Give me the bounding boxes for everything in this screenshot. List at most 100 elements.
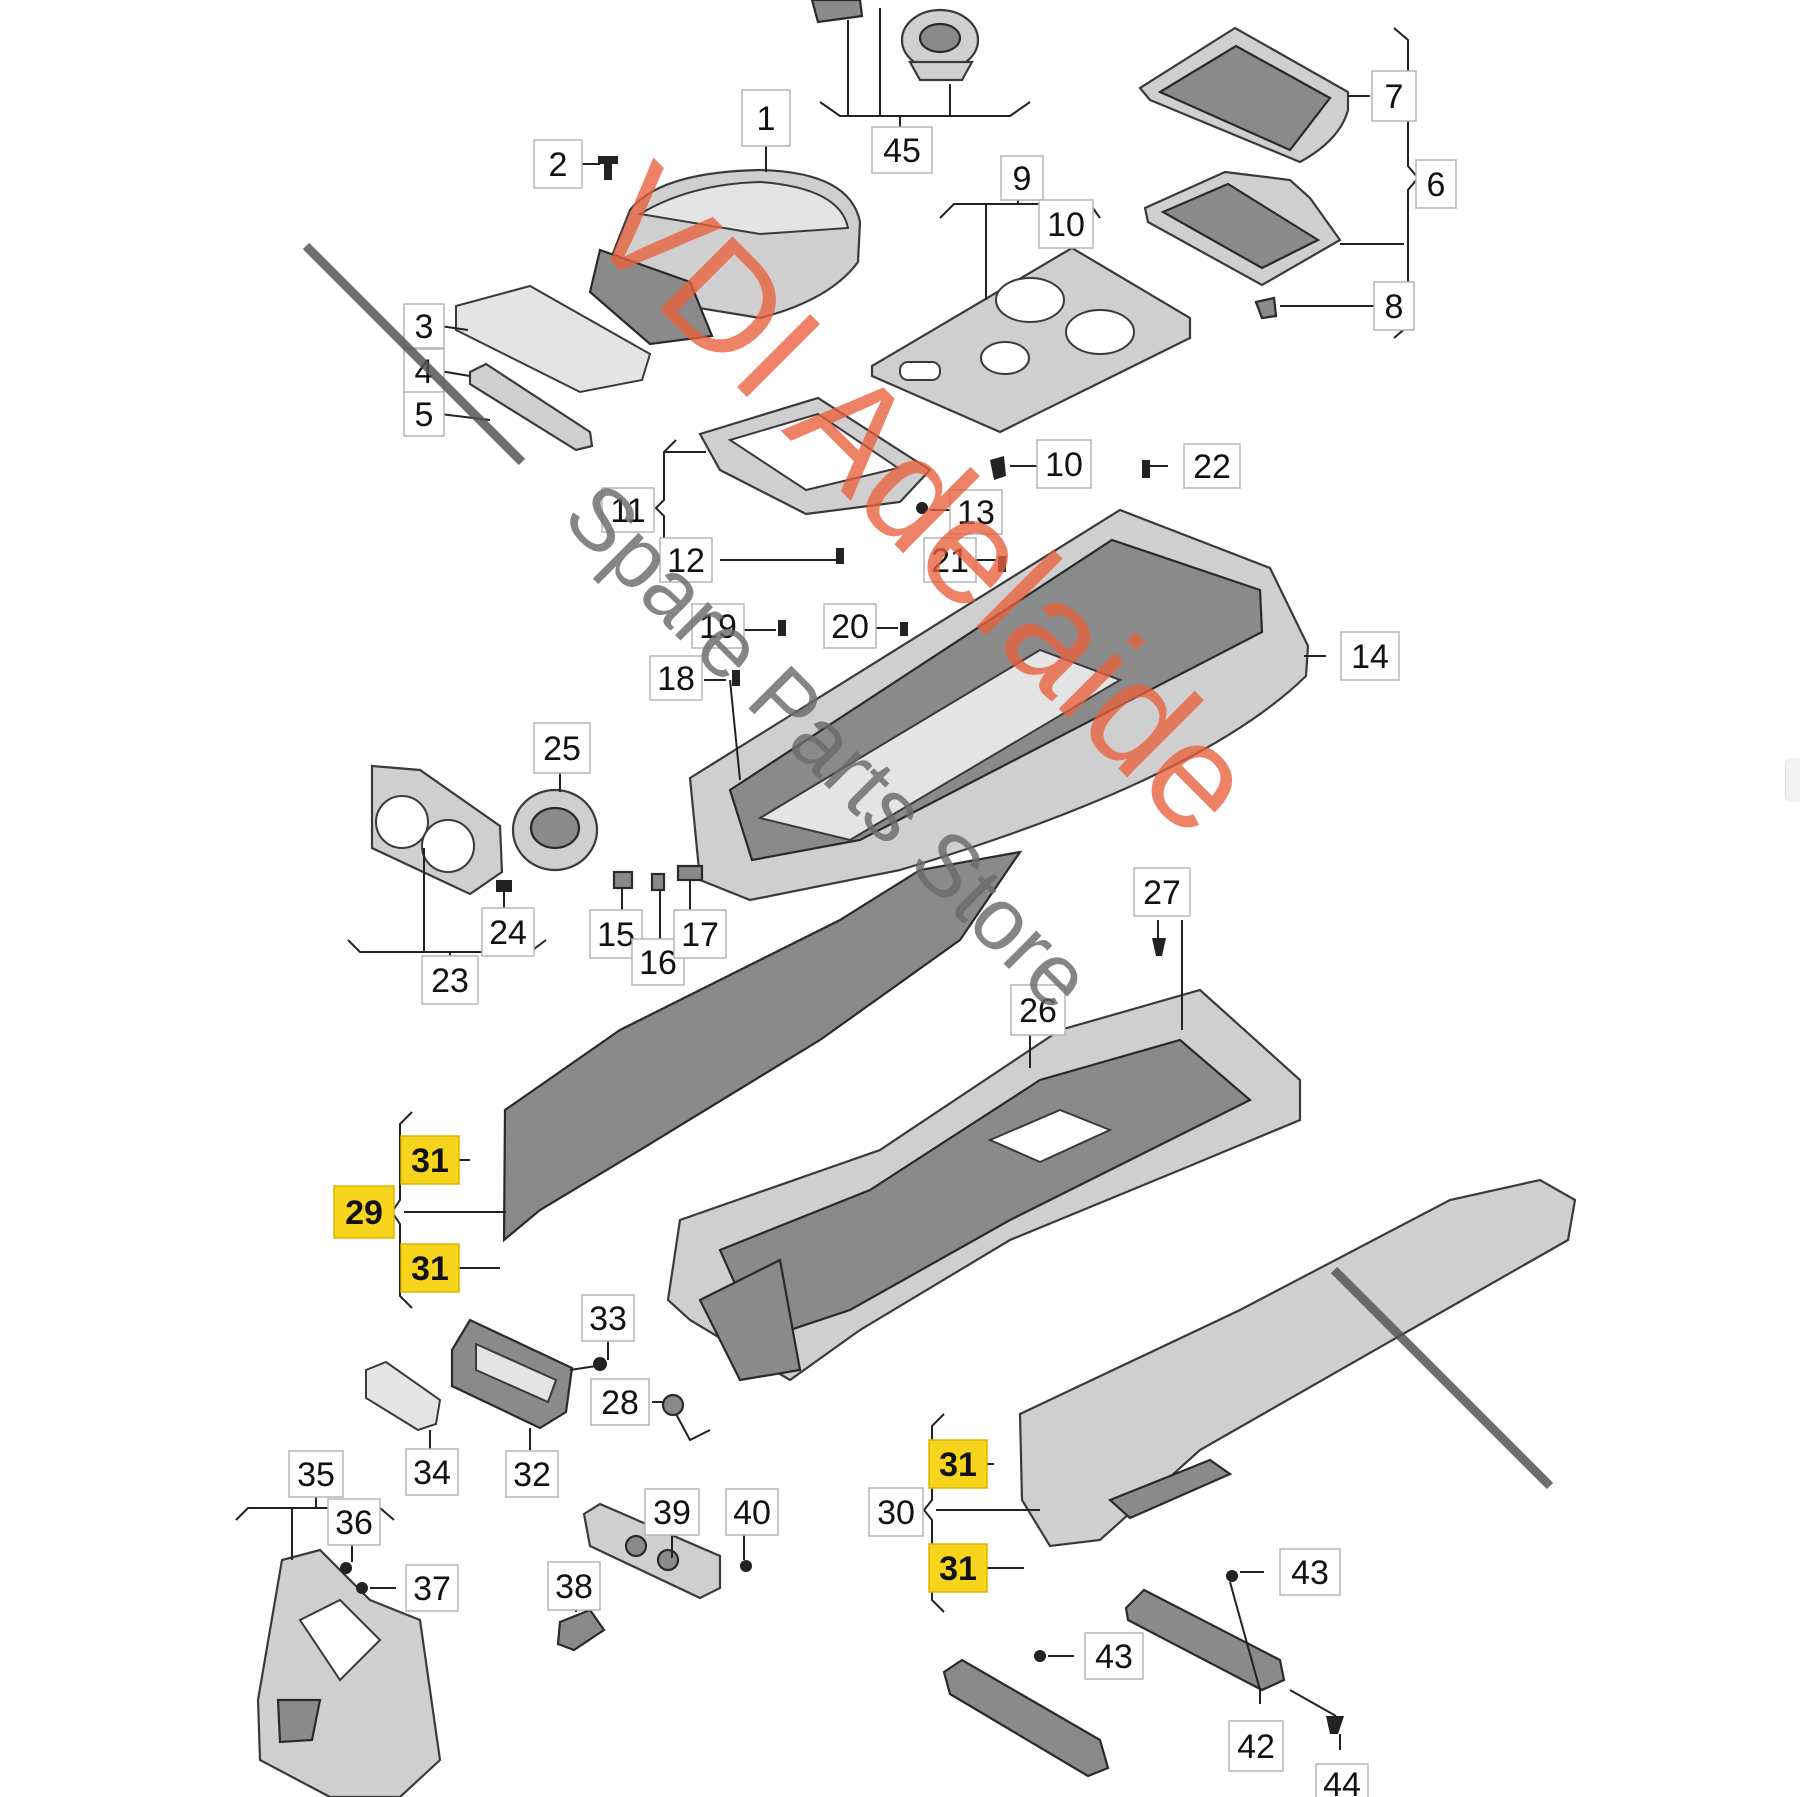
callout-number: 31: [411, 1142, 449, 1180]
callout-box: [949, 489, 1003, 535]
callout-number: 25: [543, 730, 581, 768]
callout-box: [421, 955, 479, 1005]
callout-box: [403, 391, 445, 437]
part-33-screw: [593, 1357, 607, 1371]
callout-13: 13: [949, 489, 1003, 535]
callout-19: 19: [691, 603, 745, 649]
callout-33: 33: [581, 1294, 635, 1342]
callout-31b: 31: [400, 1243, 460, 1293]
callout-number: 7: [1385, 78, 1404, 116]
callout-39: 39: [644, 1488, 700, 1536]
part-3-lid-insert: [455, 284, 652, 394]
callout-box: [288, 1450, 344, 1498]
callout-8: 8: [1373, 281, 1415, 331]
callout-number: 17: [681, 916, 719, 954]
callout-number: 24: [489, 914, 527, 952]
callout-20: 20: [823, 603, 877, 649]
callout-number: 42: [1237, 1728, 1275, 1766]
callout-box: [1315, 1763, 1369, 1797]
callout-box: [400, 1243, 460, 1293]
watermark-slash-left: [302, 242, 526, 466]
callout-number: 37: [413, 1570, 451, 1608]
callout-box: [1000, 155, 1044, 201]
part-40-screw: [740, 1560, 752, 1572]
callout-box: [1183, 443, 1241, 489]
callout-number: 31: [939, 1550, 977, 1588]
watermark-slash-right: [1330, 1266, 1554, 1490]
callout-44: 44: [1315, 1763, 1369, 1797]
callout-number: 26: [1019, 992, 1057, 1030]
callout-5: 5: [403, 391, 445, 437]
callout-40: 40: [725, 1488, 779, 1536]
callout-23: 23: [421, 955, 479, 1005]
callout-box: [659, 537, 713, 583]
part-29-left-trim: [502, 850, 1023, 1243]
callout-number: 33: [589, 1300, 627, 1338]
callout-box: [333, 1185, 395, 1239]
callout-43a: 43: [1279, 1548, 1341, 1596]
callout-box: [533, 722, 591, 774]
callout-number: 3: [415, 308, 434, 346]
callout-number: 6: [1427, 166, 1446, 204]
callout-box: [1010, 984, 1066, 1036]
callout-number: 18: [657, 660, 695, 698]
callout-30: 30: [868, 1487, 924, 1537]
callout-box: [1228, 1720, 1284, 1772]
callout-17: 17: [673, 909, 727, 959]
callout-box: [590, 1378, 650, 1426]
part-27-screw: [1152, 938, 1166, 956]
callout-number: 36: [335, 1504, 373, 1542]
part-42-bracket: [1124, 1588, 1286, 1692]
callout-number: 29: [345, 1194, 383, 1232]
callout-box: [868, 1487, 924, 1537]
callout-9: 9: [1000, 155, 1044, 201]
callout-number: 15: [597, 916, 635, 954]
callout-number: 39: [653, 1494, 691, 1532]
callout-box: [725, 1488, 779, 1536]
callout-number: 35: [297, 1456, 335, 1494]
callout-number: 31: [411, 1250, 449, 1288]
callout-box: [1036, 439, 1092, 489]
part-15-17-clips: [612, 864, 704, 892]
callout-number: 23: [431, 962, 469, 1000]
callout-box: [1084, 1632, 1144, 1680]
part-13-screw: [916, 502, 928, 514]
callout-21: 21: [923, 537, 977, 583]
callout-number: 27: [1143, 874, 1181, 912]
callout-box: [505, 1450, 559, 1498]
callout-number: 30: [877, 1494, 915, 1532]
callout-31d: 31: [928, 1543, 988, 1593]
callout-number: 21: [931, 542, 969, 580]
callout-number: 44: [1323, 1766, 1361, 1797]
callout-number: 2: [549, 146, 568, 184]
callout-box: [649, 655, 703, 701]
callout-12: 12: [659, 537, 713, 583]
callout-box: [581, 1294, 635, 1342]
callout-box: [741, 89, 791, 147]
part-1-armrest-lid: [588, 168, 862, 346]
callout-number: 8: [1385, 288, 1404, 326]
callout-number: 32: [513, 1456, 551, 1494]
part-4-hinge: [468, 362, 594, 452]
part-30-right-trim: [1018, 1178, 1577, 1548]
part-9-bezel: [870, 246, 1192, 434]
callout-number: 31: [939, 1446, 977, 1484]
callout-number: 13: [957, 494, 995, 532]
edge-scroll-tab[interactable]: [1785, 758, 1800, 802]
callout-box: [923, 537, 977, 583]
callout-number: 19: [699, 608, 737, 646]
callout-number: 45: [883, 132, 921, 170]
callout-18: 18: [649, 655, 703, 701]
part-44-clip: [1326, 1716, 1344, 1734]
callout-box: [823, 603, 877, 649]
callout-number: 16: [639, 944, 677, 982]
callout-box: [327, 1498, 381, 1546]
callout-number: 5: [415, 396, 434, 434]
callout-box: [400, 1135, 460, 1185]
part-34-pad: [365, 1360, 442, 1432]
callout-27: 27: [1133, 867, 1191, 917]
callout-box: [1133, 867, 1191, 917]
callout-number: 10: [1045, 446, 1083, 484]
